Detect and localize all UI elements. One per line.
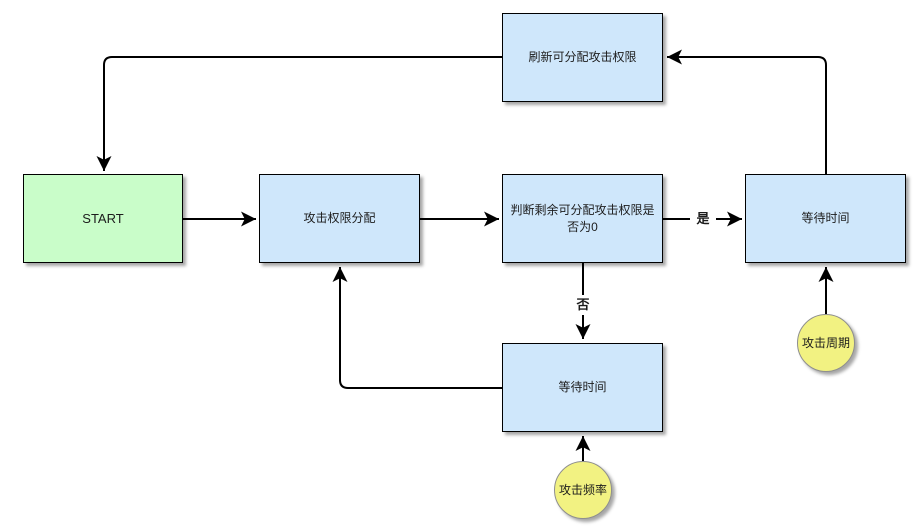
node-wait-time-right-label: 等待时间 xyxy=(801,211,850,226)
node-refresh-permissions-label: 刷新可分配攻击权限 xyxy=(528,50,637,65)
edge-refresh-to-start xyxy=(96,56,502,171)
node-attack-frequency: 攻击频率 xyxy=(554,461,612,519)
node-refresh-permissions: 刷新可分配攻击权限 xyxy=(502,13,663,102)
node-attack-permission-allocation: 攻击权限分配 xyxy=(259,174,420,263)
node-wait-time-lower: 等待时间 xyxy=(502,343,663,432)
node-attack-frequency-label: 攻击频率 xyxy=(558,482,607,497)
node-attack-permission-allocation-label: 攻击权限分配 xyxy=(303,211,376,226)
node-attack-cycle: 攻击周期 xyxy=(797,314,855,372)
node-wait-time-lower-label: 等待时间 xyxy=(558,380,607,395)
node-decision-remaining-permissions-zero: 判断剩余可分配攻击权限是否为0 xyxy=(502,174,663,263)
node-start-label: START xyxy=(82,210,124,226)
edge-label-yes: 是 xyxy=(690,209,716,229)
edge-label-no: 否 xyxy=(570,295,596,315)
node-attack-cycle-label: 攻击周期 xyxy=(801,335,850,350)
node-start: START xyxy=(23,174,183,263)
node-decision-label: 判断剩余可分配攻击权限是否为0 xyxy=(510,203,655,234)
edge-wait-right-to-refresh xyxy=(667,49,827,174)
edge-wait-lower-to-alloc xyxy=(332,267,502,389)
node-wait-time-right: 等待时间 xyxy=(745,174,906,263)
